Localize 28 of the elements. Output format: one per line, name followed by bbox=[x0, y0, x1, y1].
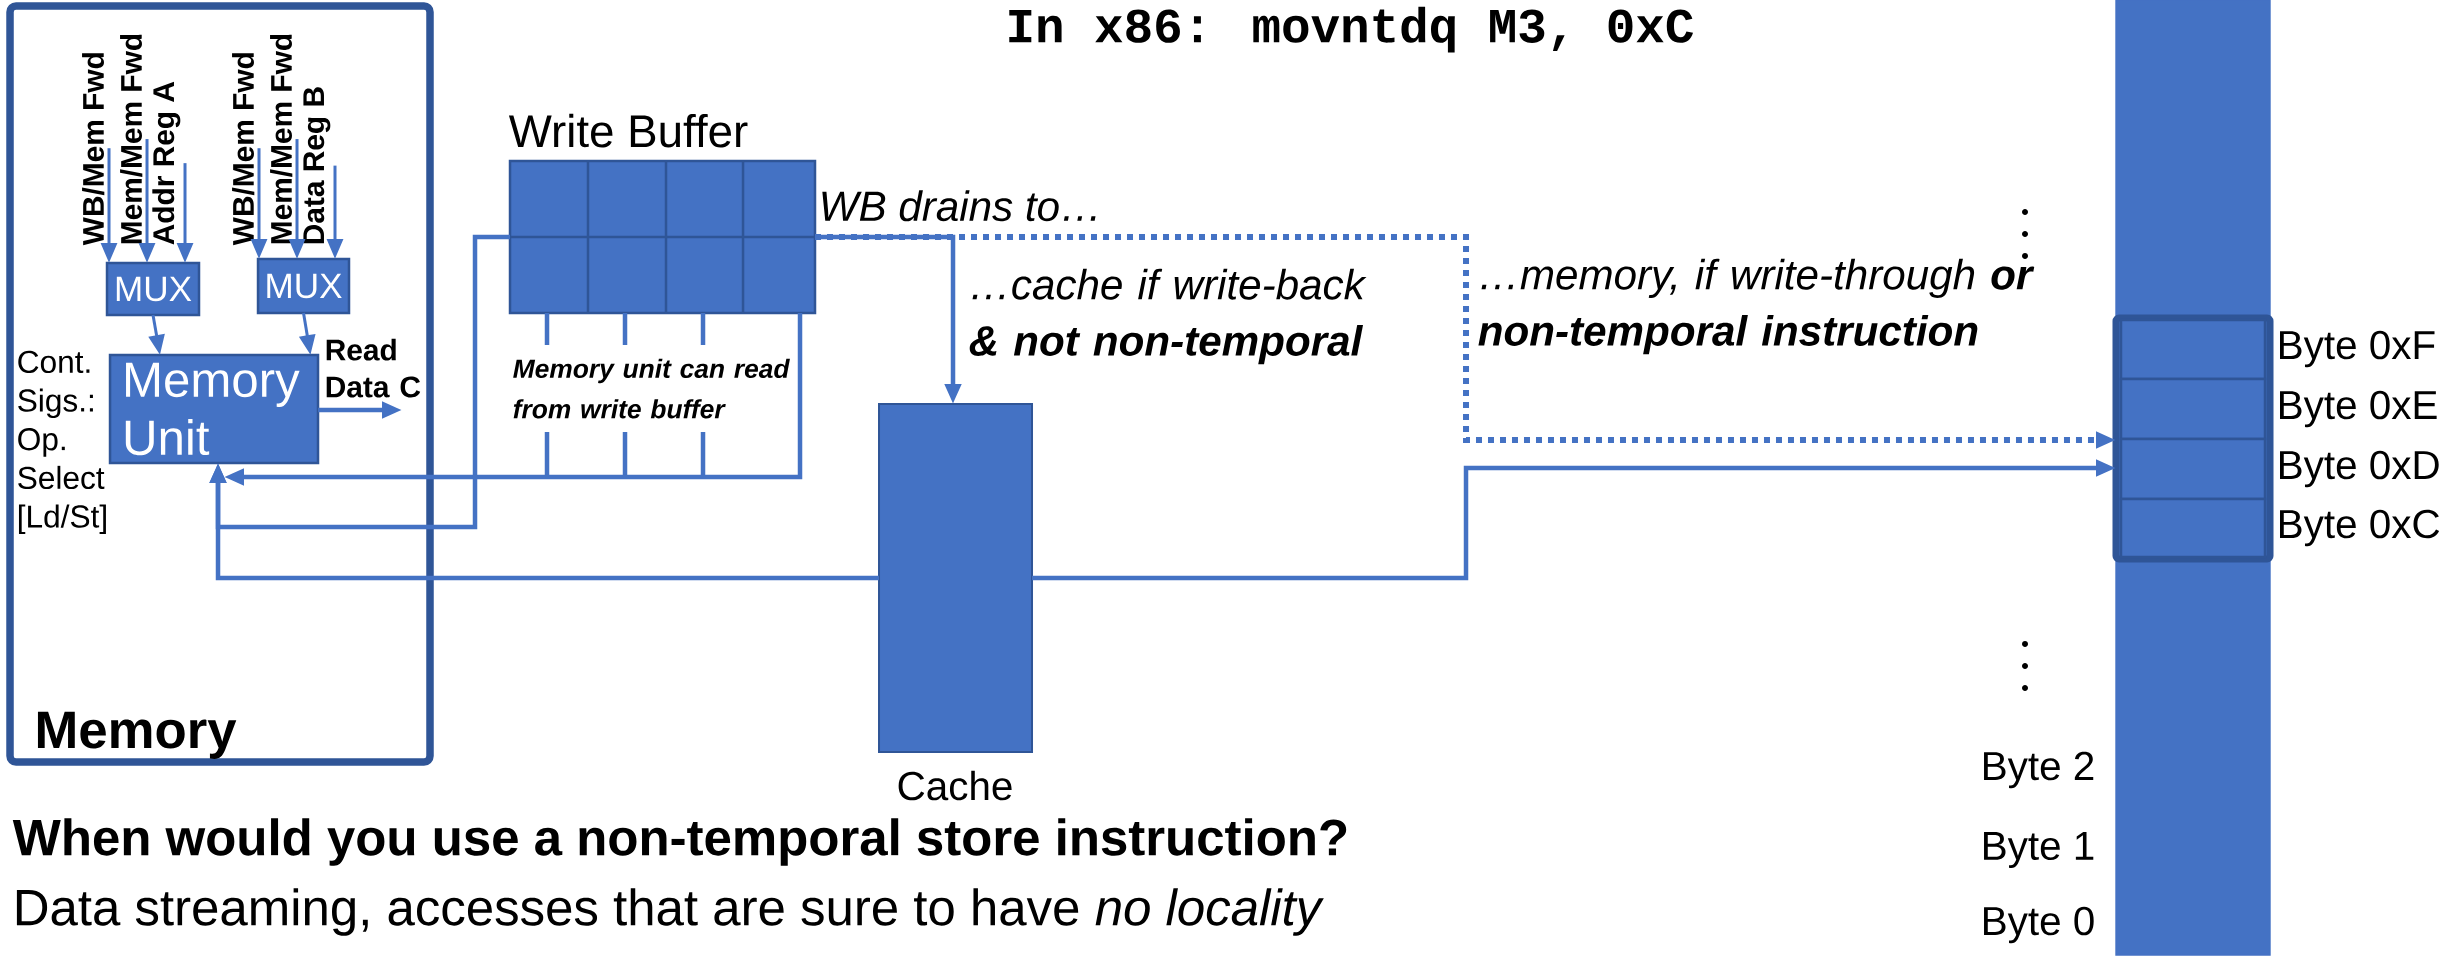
edge-label: Read Data C bbox=[326, 338, 421, 398]
input-label: Mem/Mem Fwd bbox=[270, 34, 293, 244]
node-label: Write Buffer bbox=[508, 113, 748, 148]
mux-box: MUX bbox=[105, 261, 201, 317]
byte-label: Byte 1 bbox=[1984, 831, 2094, 869]
code-line: In x86: movntdq M3, 0xC bbox=[1009, 6, 1693, 53]
byte-label: Byte 2 bbox=[1984, 751, 2094, 789]
node-label: Byte 0xD bbox=[2280, 450, 2439, 488]
input-label: Mem/Mem Fwd bbox=[120, 34, 143, 244]
question-text: When would you use a non-temporal store instruction? bbox=[12, 818, 1347, 866]
node-label: Cache bbox=[898, 770, 1012, 801]
control-signals-label: Cont. Sigs.: Op. Select [Ld/St] bbox=[18, 350, 106, 534]
node-label: Byte 0xE bbox=[2280, 390, 2437, 428]
annotation-text: Memory unit can read from write buffer bbox=[513, 358, 790, 419]
byte-label: Byte 0 bbox=[1984, 906, 2094, 944]
memory-unit-box: Memory Unit bbox=[108, 353, 320, 465]
answer-text: Data streaming, accesses that are sure to have no locality bbox=[16, 888, 1324, 936]
input-label: Data Reg B bbox=[303, 87, 331, 244]
annotation-text: WB drains to… bbox=[822, 190, 1096, 222]
node-label: Byte 0xC bbox=[2280, 509, 2440, 547]
edge-label: …memory, if write-through or non-temporal instruction bbox=[1478, 258, 2035, 355]
edge-label: …cache if write-back & not non-temporal bbox=[969, 268, 1367, 365]
node-label: Byte 0xF bbox=[2280, 330, 2435, 368]
input-label: WB/Mem Fwd bbox=[82, 53, 105, 246]
mux-box: MUX bbox=[256, 257, 351, 315]
input-label: WB/Mem Fwd bbox=[232, 53, 255, 246]
cache-block: Cache bbox=[878, 403, 1033, 801]
input-label: Addr Reg A bbox=[152, 81, 181, 245]
